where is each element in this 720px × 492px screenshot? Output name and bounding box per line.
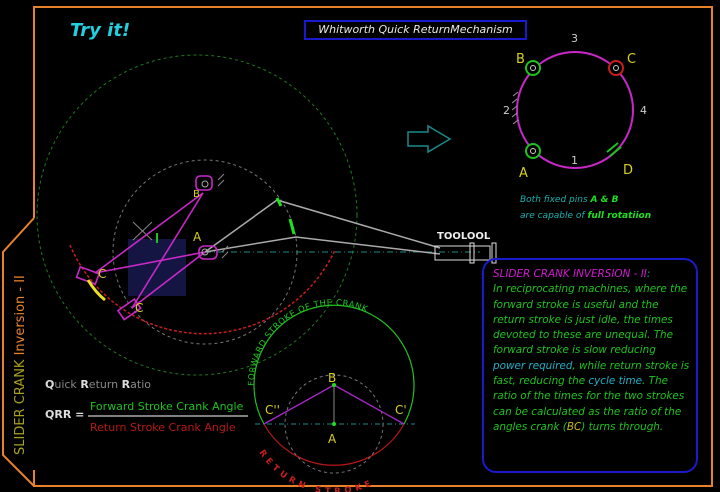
- info-text: , while return stroke is fast, reducing …: [493, 359, 690, 388]
- info-box: SLIDER CRANK INVERSION - II: In reciproc…: [482, 258, 698, 473]
- svg-text:2: 2: [503, 104, 510, 117]
- mechanism[interactable]: A B C C TOOLOOL: [36, 54, 497, 376]
- page-title: Whitworth Quick ReturnMechanism: [304, 20, 527, 40]
- pivot-b[interactable]: [201, 180, 209, 188]
- svg-text:are capable of full rotatiion: are capable of full rotatiion: [520, 211, 651, 221]
- info-highlight-power: power required: [493, 359, 573, 372]
- svg-text:4: 4: [640, 104, 647, 117]
- svg-text:3: 3: [571, 32, 578, 45]
- svg-text:C': C': [395, 403, 407, 417]
- kinematic-chain-diagram: 3 2 4 1 B C A D Both fixed pins A & B ar…: [503, 32, 651, 221]
- connecting-rods: [204, 199, 441, 255]
- links: [75, 175, 218, 321]
- svg-text:D: D: [623, 163, 633, 178]
- stroke-diagram: FORWARD STROKE OF THE CRANK RETURN STROK…: [247, 298, 415, 492]
- ground-hatches: [217, 173, 229, 259]
- svg-text:C'': C'': [265, 403, 280, 417]
- joint-b-icon: [525, 60, 541, 76]
- label-c-1: C: [98, 267, 106, 281]
- cross-mark: [132, 221, 153, 241]
- svg-text:QRR =: QRR =: [45, 408, 84, 421]
- svg-text:Quick Return Ratio: Quick Return Ratio: [45, 378, 151, 391]
- joint-c-icon: [608, 60, 624, 76]
- svg-text:FORWARD STROKE OF THE CRANK: FORWARD STROKE OF THE CRANK: [247, 298, 369, 386]
- label-b: B: [193, 189, 200, 200]
- qrr-formula: Quick Return Ratio QRR = Forward Stroke …: [45, 378, 248, 434]
- yellow-arc-mark: [86, 279, 106, 302]
- svg-text:Return Stroke Crank Angle: Return Stroke Crank Angle: [90, 421, 236, 434]
- info-text: In reciprocating machines, where the for…: [493, 283, 688, 357]
- svg-text:A: A: [519, 166, 528, 181]
- svg-text:B: B: [516, 52, 525, 67]
- info-text: ) turns through.: [581, 420, 664, 433]
- crank-return-arc: [69, 244, 336, 335]
- side-tab-label: SLIDER CRANK Inversion - II: [13, 275, 28, 455]
- label-c-2: C: [135, 301, 143, 315]
- svg-text:C: C: [627, 52, 636, 67]
- info-title-colon: :: [646, 268, 651, 280]
- label-a: A: [193, 230, 202, 244]
- green-arc-marks: [275, 197, 296, 235]
- svg-text:Forward Stroke Crank Angle: Forward Stroke Crank Angle: [90, 400, 244, 413]
- pivot-a[interactable]: [201, 248, 209, 256]
- svg-text:Both fixed pins A & B: Both fixed pins A & B: [520, 195, 619, 205]
- svg-text:1: 1: [571, 154, 578, 167]
- try-it-label[interactable]: Try it!: [70, 20, 130, 41]
- info-highlight-bc: BC: [566, 420, 582, 433]
- joint-a-icon: [525, 143, 541, 159]
- info-text: . The ratio of the times for the two str…: [493, 375, 685, 433]
- frame: [2, 6, 713, 487]
- svg-text:B: B: [328, 371, 336, 385]
- svg-text:A: A: [328, 432, 337, 446]
- right-arrow-icon: [407, 124, 452, 154]
- slotted-lever-path-circle: [36, 54, 358, 376]
- tool-label: TOOLOOL: [437, 231, 491, 242]
- info-title: SLIDER CRANK INVERSION - II: [493, 268, 647, 280]
- info-highlight-cycle: cycle time: [588, 375, 643, 388]
